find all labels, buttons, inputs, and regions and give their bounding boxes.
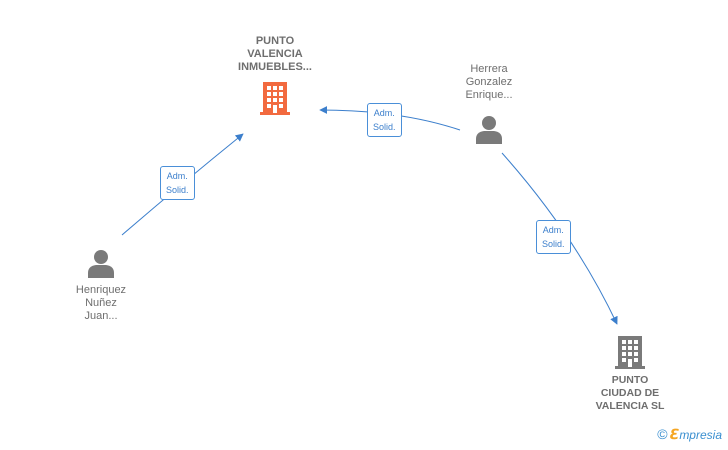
company-node-punto-valencia[interactable]: PUNTO VALENCIA INMUEBLES... — [220, 35, 330, 116]
person-icon — [476, 116, 502, 144]
person-name: Herrera Gonzalez Enrique... — [465, 63, 513, 101]
company-name: PUNTO CIUDAD DE VALENCIA SL — [595, 374, 665, 412]
company-node-punto-ciudad[interactable]: PUNTO CIUDAD DE VALENCIA SL — [575, 334, 685, 413]
edge-label-herrera-to-top[interactable]: Adm. Solid. — [367, 103, 402, 137]
edge-label-herrera-to-bottom[interactable]: Adm. Solid. — [536, 220, 571, 254]
person-name: Henriquez Nuñez Juan... — [75, 284, 127, 322]
building-icon — [615, 336, 645, 369]
company-name: PUNTO VALENCIA INMUEBLES... — [238, 35, 312, 73]
person-node-henriquez[interactable]: Henriquez Nuñez Juan... — [56, 248, 146, 323]
copyright-icon: © — [657, 426, 668, 442]
empresia-logo-mark: ℇ — [669, 426, 680, 442]
empresia-logo-text: mpresia — [679, 428, 722, 442]
edge-label-henriquez-to-top[interactable]: Adm. Solid. — [160, 166, 195, 200]
person-icon — [88, 250, 114, 278]
person-node-herrera[interactable]: Herrera Gonzalez Enrique... — [444, 63, 534, 144]
empresia-brand: ©ℇmpresia — [657, 426, 722, 443]
building-icon — [260, 82, 290, 115]
